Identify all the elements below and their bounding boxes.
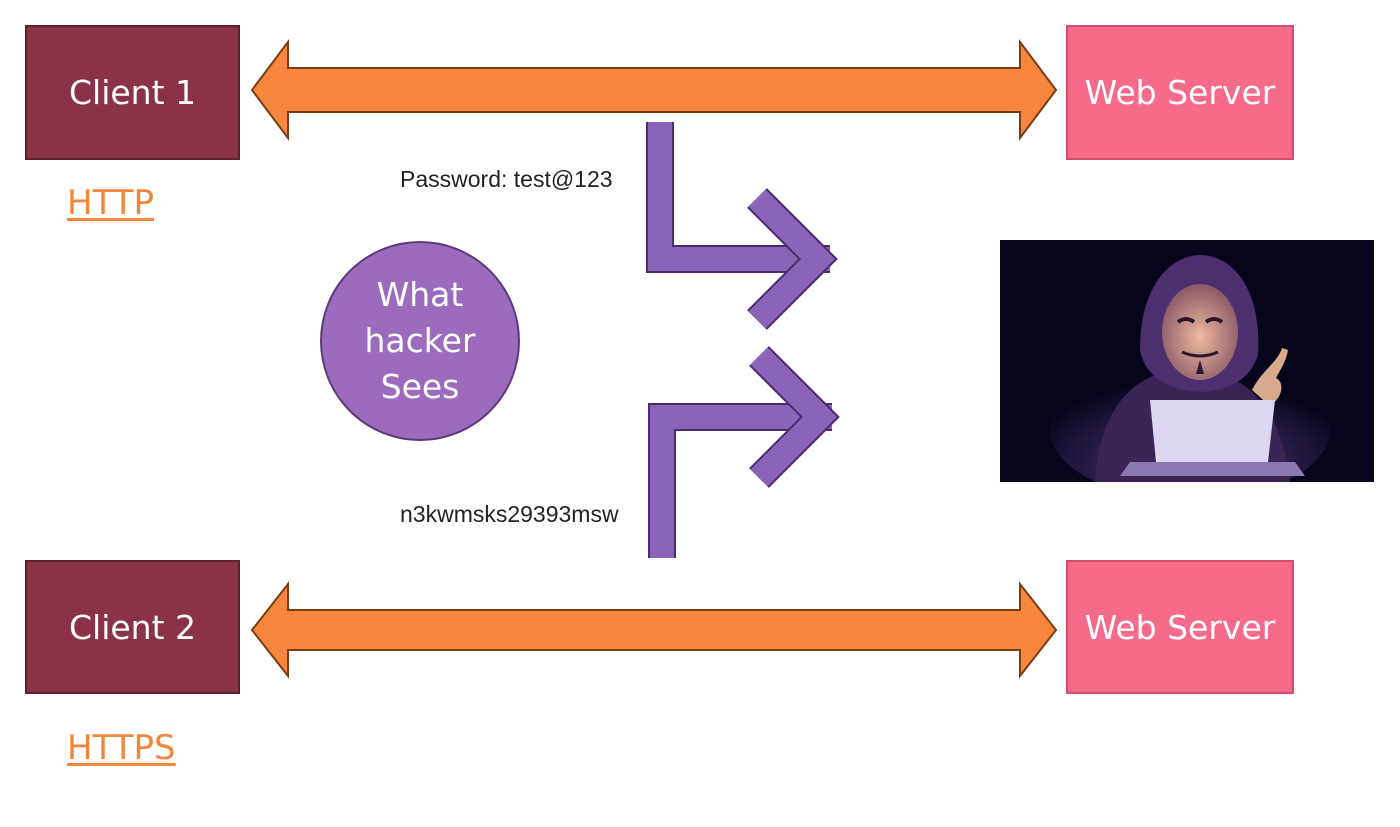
top-web-server-box: Web Server <box>1066 25 1294 160</box>
top-web-server-label: Web Server <box>1084 73 1276 112</box>
hacker-icon <box>1000 240 1374 482</box>
client-1-box: Client 1 <box>25 25 240 160</box>
top-intercept-arrow <box>646 122 838 330</box>
bottom-intercept-arrow <box>648 346 840 558</box>
hacker-image <box>1000 240 1374 482</box>
bottom-connection-arrow <box>250 581 1058 679</box>
https-label: HTTPS <box>67 728 176 768</box>
plaintext-password-caption: Password: test@123 <box>400 166 613 192</box>
what-hacker-sees-label: What hacker Sees <box>364 275 476 406</box>
bottom-web-server-box: Web Server <box>1066 560 1294 694</box>
client-1-label: Client 1 <box>68 73 197 112</box>
http-label: HTTP <box>67 183 155 223</box>
client-2-box: Client 2 <box>25 560 240 694</box>
encrypted-text-caption: n3kwmsks29393msw <box>400 501 619 527</box>
what-hacker-sees-circle: What hacker Sees <box>320 241 520 441</box>
bottom-web-server-label: Web Server <box>1084 607 1276 647</box>
client-2-label: Client 2 <box>68 607 197 647</box>
top-connection-arrow <box>250 39 1058 141</box>
